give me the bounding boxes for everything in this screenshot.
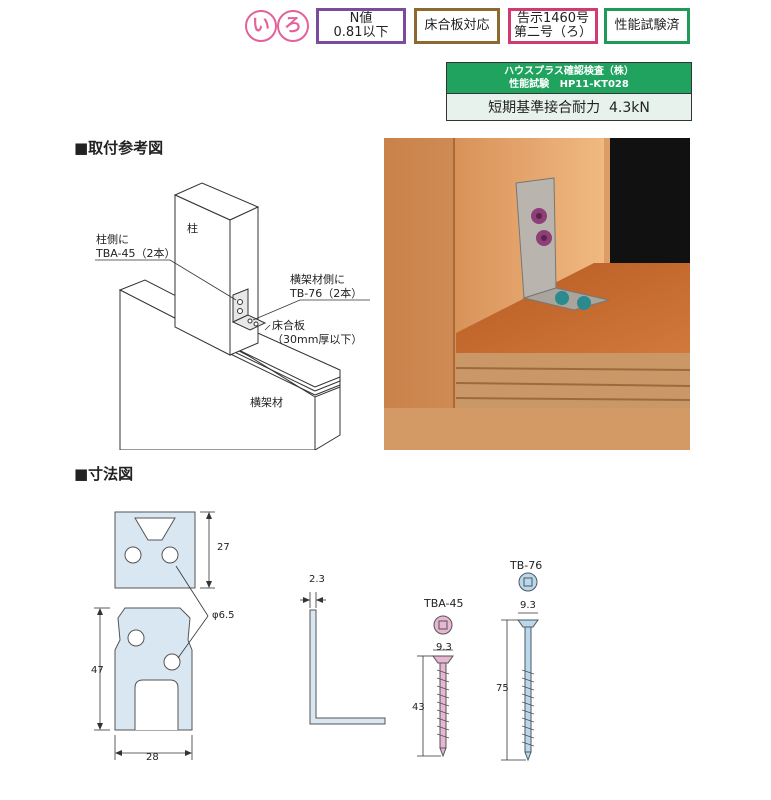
test-result-box: ハウスプラス確認検査（株） 性能試験 HP11-KT028 短期基準接合耐力 4… bbox=[446, 62, 692, 121]
badge-tested-text: 性能試験済 bbox=[614, 18, 680, 33]
strength-value: 4.3kN bbox=[609, 100, 650, 116]
screw1-head-dim: 9.3 bbox=[436, 642, 452, 653]
install-photo-image bbox=[384, 138, 690, 450]
install-section-title: ■取付参考図 bbox=[74, 139, 164, 157]
beam-side-line2: TB-76（2本） bbox=[290, 287, 363, 300]
plywood-line1: 床合板 bbox=[272, 319, 305, 332]
dim-thickness: 2.3 bbox=[309, 574, 325, 585]
dim-height-top: 27 bbox=[217, 542, 230, 553]
dimension-section-title: ■寸法図 bbox=[74, 465, 134, 483]
badge-n-value-line2: 0.81以下 bbox=[333, 25, 389, 40]
test-label: 性能試験 bbox=[509, 79, 550, 90]
badge-n-value-line1: N値 bbox=[349, 11, 373, 26]
badge-notice-line1: 告示1460号 bbox=[516, 11, 590, 26]
install-diagram bbox=[95, 182, 370, 450]
badge-floor: 床合板対応 bbox=[414, 8, 500, 44]
dim-height-total: 47 bbox=[91, 665, 104, 676]
post-label: 柱 bbox=[187, 222, 198, 235]
test-strength-row: 短期基準接合耐力 4.3kN bbox=[447, 93, 691, 120]
beam-label: 横架材 bbox=[250, 396, 283, 409]
test-code: HP11-KT028 bbox=[559, 79, 629, 90]
test-code-row: 性能試験 HP11-KT028 bbox=[447, 78, 691, 91]
bracket-dimension-drawing bbox=[94, 511, 386, 760]
dim-hole: φ6.5 bbox=[212, 610, 235, 621]
screw1-name: TBA-45 bbox=[424, 597, 464, 610]
screw2-length-dim: 75 bbox=[496, 683, 509, 694]
screw2-name: TB-76 bbox=[510, 559, 543, 572]
test-result-header: ハウスプラス確認検査（株） 性能試験 HP11-KT028 bbox=[447, 63, 691, 93]
badge-ro: ろ bbox=[277, 10, 309, 42]
badge-floor-text: 床合板対応 bbox=[424, 18, 490, 33]
post-side-line2: TBA-45（2本） bbox=[96, 247, 176, 260]
badge-notice-line2: 第二号（ろ） bbox=[513, 25, 592, 40]
badge-tested: 性能試験済 bbox=[604, 8, 690, 44]
badge-i: い bbox=[245, 10, 277, 42]
install-photo bbox=[384, 138, 690, 450]
beam-side-line1: 横架材側に bbox=[290, 273, 345, 286]
dim-width: 28 bbox=[146, 752, 159, 763]
badge-notice: 告示1460号 第二号（ろ） bbox=[508, 8, 598, 44]
plywood-line2: （30mm厚以下） bbox=[272, 333, 363, 346]
strength-label: 短期基準接合耐力 bbox=[488, 100, 601, 116]
screw-drawings bbox=[417, 572, 539, 762]
test-org: ハウスプラス確認検査（株） bbox=[504, 66, 634, 77]
screw2-head-dim: 9.3 bbox=[520, 600, 536, 611]
post-side-line1: 柱側に bbox=[96, 233, 129, 246]
badge-n-value: N値 0.81以下 bbox=[316, 8, 406, 44]
screw1-length-dim: 43 bbox=[412, 702, 425, 713]
